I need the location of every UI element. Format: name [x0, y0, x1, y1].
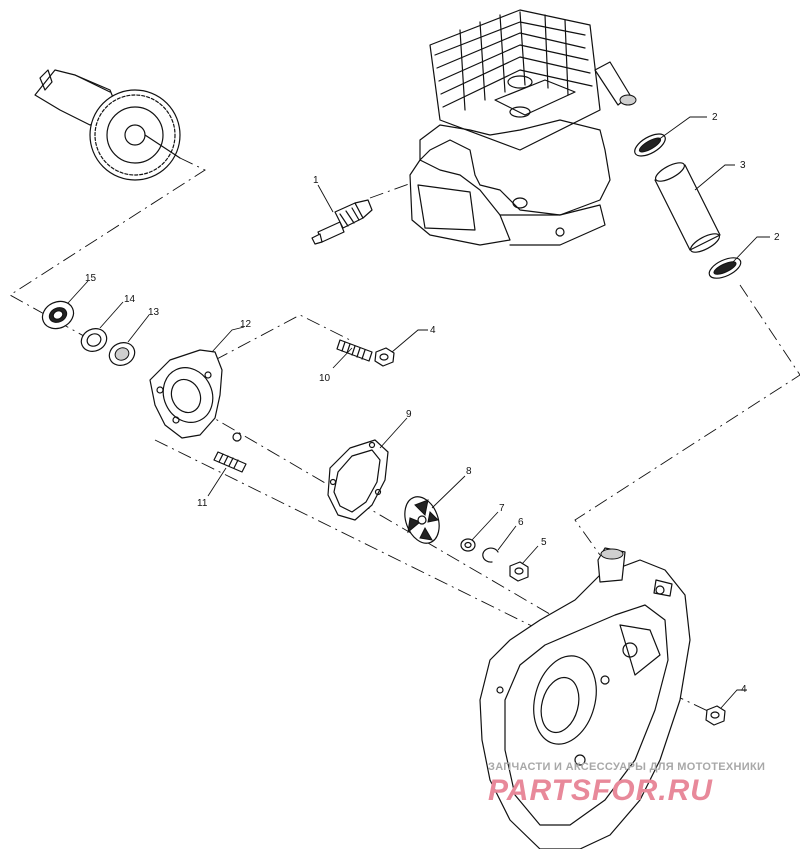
callout-labels: 1 2 3 2 4 4 5 6 7 8 9 10 11 12 13 14 15: [85, 112, 780, 695]
washer-7: [460, 538, 476, 552]
nut-4-lower: [705, 705, 726, 726]
callout-9: 9: [406, 409, 412, 420]
callout-4-lower: 4: [741, 684, 747, 695]
crankcase-cover: [479, 547, 691, 849]
callout-2-lower: 2: [774, 232, 780, 243]
callout-14: 14: [124, 294, 136, 305]
callout-10: 10: [319, 373, 331, 384]
impeller-8: [404, 496, 440, 544]
temperature-sensor-1: [311, 199, 373, 245]
watermark-tagline: ЗАПЧАСТИ И АКСЕССУАРЫ ДЛЯ МОТОТЕХНИКИ: [488, 761, 765, 773]
hose-3: [654, 162, 721, 253]
stud-11: [213, 451, 247, 473]
bearing-15: [41, 300, 75, 330]
pump-housing-12: [149, 349, 242, 442]
clip-6: [482, 547, 499, 563]
stud-10: [336, 339, 373, 362]
watermark: ЗАПЧАСТИ И АКСЕССУАРЫ ДЛЯ МОТОТЕХНИКИ PA…: [488, 761, 765, 807]
nut-4-upper: [374, 347, 395, 367]
seal-13: [108, 342, 136, 366]
watermark-brand: PARTSFOR.RU: [488, 774, 713, 807]
callout-5: 5: [541, 537, 547, 548]
callout-2-upper: 2: [712, 112, 718, 123]
callout-4-upper: 4: [430, 325, 436, 336]
callout-12: 12: [240, 319, 252, 330]
hose-clamp-2-upper: [634, 133, 666, 157]
callout-1: 1: [313, 175, 319, 186]
callout-8: 8: [466, 466, 472, 477]
gasket-9: [327, 439, 389, 521]
callout-3: 3: [740, 160, 746, 171]
callout-7: 7: [499, 503, 505, 514]
callout-15: 15: [85, 273, 97, 284]
seal-14: [80, 328, 108, 352]
callout-11: 11: [197, 498, 208, 509]
callout-13: 13: [148, 307, 160, 318]
callout-leaders: [67, 116, 770, 709]
drive-gear-shaft: [34, 69, 181, 181]
callout-6: 6: [518, 517, 524, 528]
cylinder: [409, 9, 637, 246]
nut-5: [509, 561, 529, 582]
hose-clamp-2-lower: [708, 257, 742, 279]
